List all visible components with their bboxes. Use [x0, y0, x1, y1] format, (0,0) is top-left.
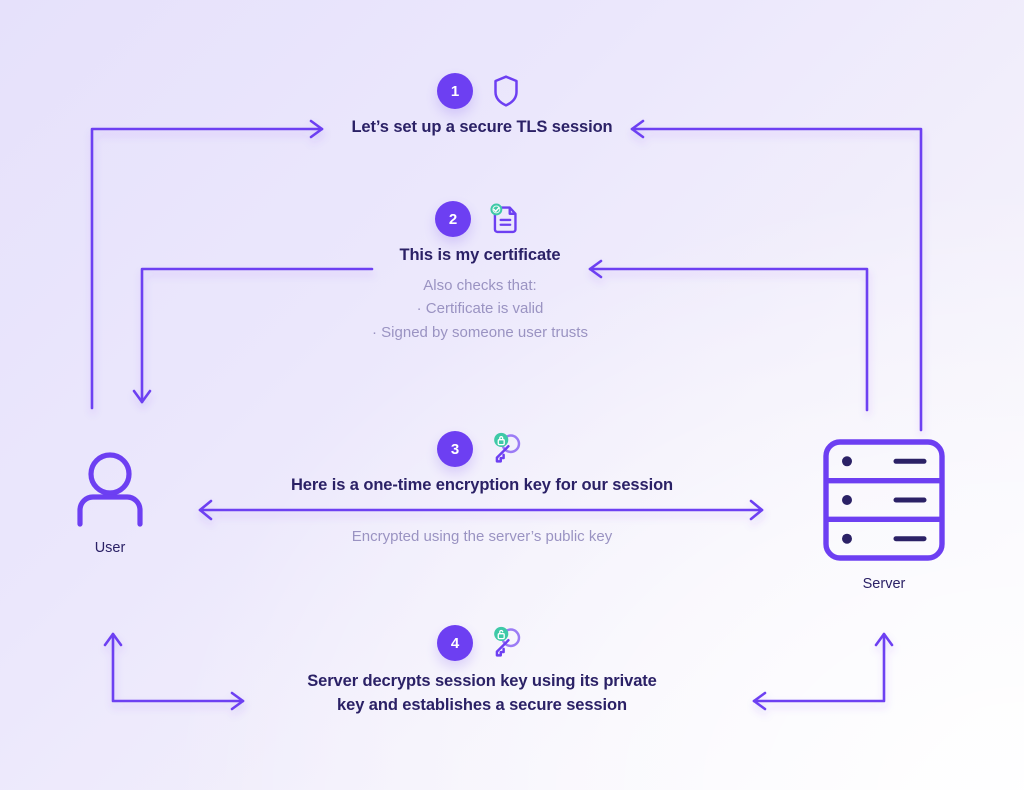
step-4-number: 4 — [437, 625, 473, 661]
step-2-headline: This is my certificate — [399, 246, 561, 264]
user-icon — [77, 452, 143, 527]
server-to-step2-arrowhead — [588, 259, 603, 279]
user-label: User — [94, 540, 126, 556]
step-3-badge-row: 3 — [262, 428, 702, 470]
step-3-headline: Here is a one-time encryption key for ou… — [290, 476, 674, 494]
step-4: 4 Server decrypts session key using its … — [262, 622, 702, 718]
step2-to-user-arrow — [140, 267, 374, 404]
step-3-subline-0: Encrypted using the server’s public key — [351, 528, 613, 545]
step4-user-right-arrowhead — [230, 691, 245, 711]
step3-right-arrowhead — [749, 499, 764, 521]
step-4-headline-line-1: key and establishes a secure session — [337, 695, 627, 714]
user-to-step1-arrow — [90, 127, 324, 410]
step-2-subline-0: Also checks that: — [423, 277, 537, 294]
server-to-step2-arrow — [588, 267, 869, 412]
step-1-number: 1 — [437, 73, 473, 109]
shield-icon — [494, 75, 518, 107]
step4-server-up-arrowhead — [874, 632, 894, 647]
server-to-step1-arrow — [630, 127, 923, 432]
step-2: 2 This is my certificate Also checks tha… — [260, 198, 700, 344]
endpoint-user: User — [50, 448, 170, 556]
step-1-headline: Let’s set up a secure TLS session — [351, 118, 613, 136]
step-4-headline-line-0: Server decrypts session key using its pr… — [307, 672, 657, 690]
step-2-subline-2: · Signed by someone user trusts — [372, 323, 588, 341]
server-label: Server — [862, 576, 906, 592]
step-2-sublines: Also checks that: · Certificate is valid… — [260, 274, 700, 344]
step4-user-return-arrow — [111, 632, 245, 703]
step-4-headline: Server decrypts session key using its pr… — [262, 670, 702, 718]
step-1-badge-row: 1 — [262, 70, 702, 112]
endpoint-server: Server — [814, 432, 954, 592]
step-3-sublines: Encrypted using the server’s public key — [262, 525, 702, 548]
step4-user-up-arrowhead — [103, 632, 123, 647]
step2-to-user-arrowhead — [132, 389, 152, 404]
server-icon — [823, 439, 945, 561]
step-3-number: 3 — [437, 431, 473, 467]
step-2-number: 2 — [435, 201, 471, 237]
step3-left-arrowhead — [198, 499, 213, 521]
step-3: 3 Here is a one-time encryption key for … — [262, 428, 702, 548]
step4-server-return-arrow — [752, 632, 886, 703]
certificate-document-icon — [490, 203, 517, 234]
step-2-subline-1: · Certificate is valid — [416, 300, 544, 318]
step-1: 1 Let’s set up a secure TLS session — [262, 70, 702, 137]
locked-key-icon — [494, 432, 521, 463]
step-2-badge-row: 2 — [260, 198, 700, 240]
step-4-badge-row: 4 — [262, 622, 702, 664]
server-to-step1-arrowhead — [630, 119, 645, 139]
user-to-step1-arrowhead — [309, 119, 324, 139]
unlocked-key-icon — [494, 626, 521, 657]
step4-server-left-arrowhead — [752, 691, 767, 711]
